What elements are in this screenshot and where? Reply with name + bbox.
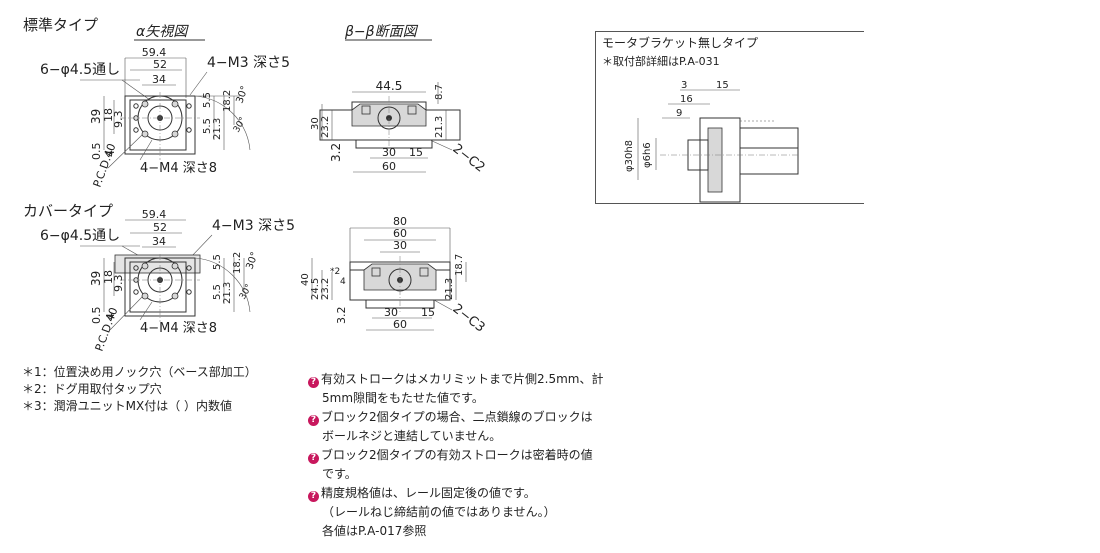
std-dim-18-2: 18.2	[222, 90, 233, 112]
note-4: ?精度規格値は、レール固定後の値です。	[308, 484, 603, 503]
std-angle-30b: 30°	[232, 116, 249, 135]
cover-dim-4b: 4	[340, 277, 346, 287]
note-4-cont: （レールねじ締結前の値ではありません。）	[322, 505, 556, 519]
motor-bracket-view: モータブラケット無しタイプ ＊取付部詳細はP.A-031 3 15 16 9 φ…	[602, 35, 800, 203]
cover-dim-5-5b: 5.5	[212, 284, 223, 300]
std-dim-39: 39	[89, 109, 103, 124]
std-dim-23-2: 23.2	[320, 116, 331, 138]
motor-bracket-frame	[595, 31, 864, 204]
caution-icon: ?	[308, 415, 319, 426]
cover-title: カバータイプ	[23, 202, 113, 220]
std-beta-title: β−β断面図	[344, 24, 419, 40]
motor-dim-3: 3	[681, 80, 687, 91]
cover-dim-40: 40	[300, 273, 311, 286]
std-dim-9-3: 9.3	[112, 111, 125, 129]
std-dim-30w: 30	[382, 146, 396, 159]
cover-dim-24-5: 24.5	[310, 278, 321, 300]
motor-phi6: φ6h6	[642, 142, 653, 168]
cover-dim-59-4: 59.4	[142, 208, 167, 221]
cover-dim-23-2: 23.2	[320, 278, 331, 300]
cover-angle-30a: 30°	[244, 251, 260, 271]
cover-dim-39: 39	[89, 271, 103, 286]
cover-dim-60t: 60	[393, 227, 407, 240]
cover-angle-30b: 30°	[238, 283, 255, 302]
std-dim-60: 60	[382, 160, 396, 173]
footnote-1: ＊1：位置決め用ノック穴（ベース部加工）	[22, 365, 257, 379]
caution-icon: ?	[308, 377, 319, 388]
motor-title: モータブラケット無しタイプ	[602, 35, 758, 50]
note-4-ref: 各値はP.A-017参照	[322, 524, 427, 538]
cover-dim-18-7: 18.7	[454, 254, 465, 276]
cover-dim-2: *2	[330, 267, 340, 277]
cover-dim-0-5: 0.5	[90, 307, 103, 325]
std-tap-m3: 4−M3 深さ5	[207, 55, 290, 71]
cover-dim-9-3: 9.3	[112, 275, 125, 293]
note-3: ?ブロック2個タイプの有効ストロークは密着時の値	[308, 446, 603, 465]
cover-tap-m3: 4−M3 深さ5	[212, 218, 295, 234]
motor-dim-9: 9	[676, 108, 682, 119]
std-title: 標準タイプ	[23, 16, 98, 34]
std-dim-5-5b: 5.5	[202, 118, 213, 134]
note-2-cont: ボールネジと連結していません。	[322, 429, 502, 443]
std-alpha-view: 標準タイプ α矢視図 59.4 52 34 6−φ4.5通し 4−M3 深さ5 …	[23, 16, 290, 189]
note-1: ?有効ストロークはメカリミットまで片側2.5mm、計	[308, 370, 603, 389]
std-dim-8-7: 8.7	[434, 84, 445, 100]
std-dim-15: 15	[409, 146, 423, 159]
motor-dim-15: 15	[716, 80, 729, 91]
std-dim-18: 18	[102, 108, 115, 122]
cover-dim-18-2: 18.2	[232, 252, 243, 274]
cover-hole-label: 6−φ4.5通し	[40, 228, 120, 244]
std-beta-section: β−β断面図 44.5 8.7 30 23.2 21.3 3.2 30 15 6…	[310, 24, 488, 176]
std-dim-30: 30	[310, 117, 321, 130]
std-dim-44-5: 44.5	[376, 79, 403, 93]
motor-phi30: φ30h8	[624, 140, 635, 172]
note-2: ?ブロック2個タイプの場合、二点鎖線のブロックは	[308, 408, 603, 427]
cover-dim-30t: 30	[393, 239, 407, 252]
cover-alpha-view: カバータイプ 59.4 52 34 6−φ4.5通し 4−M3 深さ5 39 1…	[23, 202, 295, 353]
std-tap-m4: 4−M4 深さ8	[140, 161, 217, 176]
caution-icon: ?	[308, 453, 319, 464]
cover-dim-21-3b: 21.3	[444, 278, 455, 300]
cover-dim-34: 34	[152, 235, 166, 248]
std-dim-59-4: 59.4	[142, 46, 167, 59]
std-dim-34: 34	[152, 73, 166, 86]
motor-ref: ＊取付部詳細はP.A-031	[602, 54, 720, 68]
note-1-cont: 5mm隙間をもたせた値です。	[322, 391, 484, 405]
std-dim-5-5a: 5.5	[202, 92, 213, 108]
cover-dim-30w: 30	[384, 306, 398, 319]
cover-dim-4: 4	[104, 313, 117, 320]
cover-dim-3-2: 3.2	[335, 307, 348, 325]
note-3-cont: です。	[322, 467, 357, 481]
std-dim-3-2: 3.2	[329, 143, 343, 162]
cover-tap-m4: 4−M4 深さ8	[140, 321, 217, 336]
std-dim-21-3: 21.3	[212, 118, 223, 140]
cover-dim-21-3: 21.3	[222, 282, 233, 304]
std-alpha-title: α矢視図	[136, 24, 189, 40]
cover-dim-60: 60	[393, 318, 407, 331]
std-dim-4: 4	[104, 150, 117, 157]
caution-icon: ?	[308, 491, 319, 502]
cover-dim-18: 18	[102, 270, 115, 284]
std-c2: 2−C2	[450, 141, 488, 175]
motor-dim-16: 16	[680, 94, 693, 105]
notes-list: ?有効ストロークはメカリミットまで片側2.5mm、計 5mm隙間をもたせた値です…	[308, 370, 603, 541]
cover-dim-52: 52	[153, 221, 167, 234]
std-dim-0-5: 0.5	[90, 143, 103, 161]
std-hole-label: 6−φ4.5通し	[40, 62, 120, 78]
std-dim-52: 52	[153, 58, 167, 71]
cover-section: 80 60 30 40 24.5 23.2 *2 4 18.7 21.3 3.2…	[300, 215, 488, 336]
std-angle-30a: 30°	[234, 85, 250, 105]
footnote-2: ＊2：ドグ用取付タップ穴	[22, 382, 162, 396]
cover-dim-15: 15	[421, 306, 435, 319]
cover-c3: 2−C3	[450, 301, 488, 335]
footnote-3: ＊3：潤滑ユニットMX付は（ ）内数値	[22, 399, 233, 413]
cover-dim-5-5a: 5.5	[212, 254, 223, 270]
cover-dim-80: 80	[393, 215, 407, 228]
std-dim-21-3b: 21.3	[434, 116, 445, 138]
